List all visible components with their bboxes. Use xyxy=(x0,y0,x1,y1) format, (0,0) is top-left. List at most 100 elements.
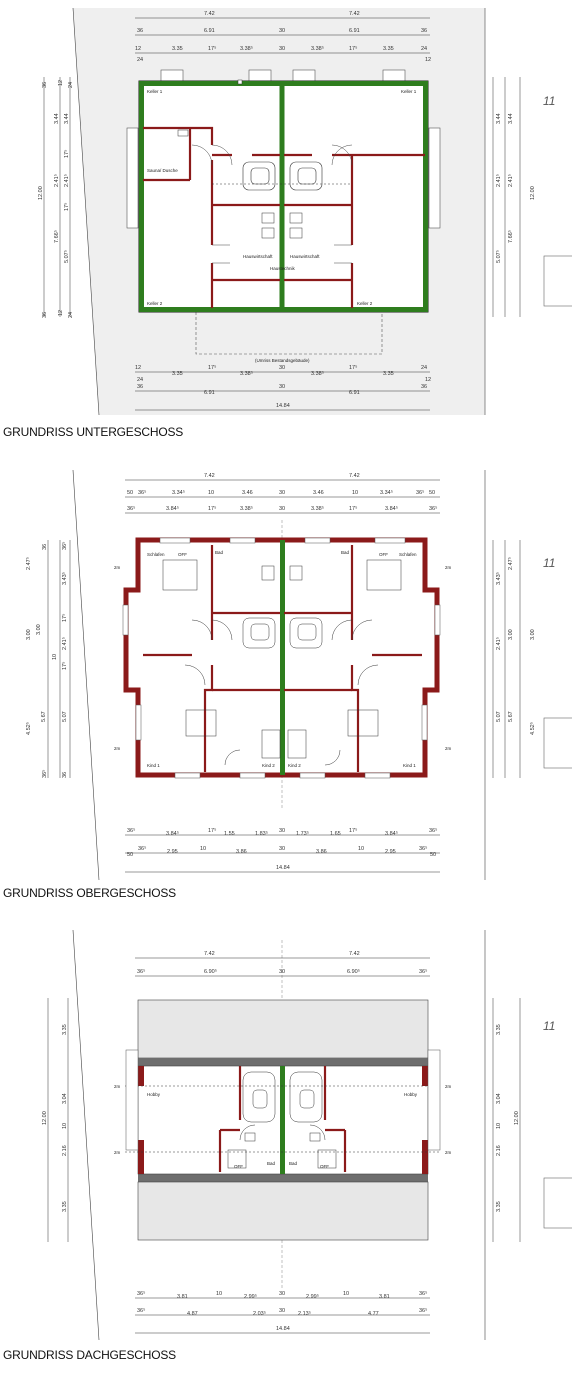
light-well xyxy=(382,69,406,83)
dim-og-bot1: 30 xyxy=(279,828,285,834)
dim-dg-right: 2.16 xyxy=(496,1145,502,1156)
dim-dg-left-mid: 3.35 xyxy=(62,1024,68,1035)
room-label-schlafen-left: Schlafen xyxy=(147,552,165,557)
dim-ug-bot1: 30 xyxy=(279,365,285,371)
room-label-schlafen-right: Schlafen xyxy=(399,552,417,557)
label-2m: 2m xyxy=(445,1150,452,1155)
dim-ug-bot1b: 24 xyxy=(137,377,143,383)
dim-ug-left-inner: 17⁵ xyxy=(63,203,70,211)
dim-lines-ug-side xyxy=(43,77,521,317)
dim-ug-top3: 3.38⁵ xyxy=(240,45,253,52)
dim-og-top1: 7.42 xyxy=(349,473,360,479)
dim-dg-top2: 30 xyxy=(279,969,285,975)
dim-ug-left-mid: 3.44 xyxy=(54,113,60,124)
site-boundary xyxy=(72,7,100,416)
dim-ug-bot2: 30 xyxy=(279,384,285,390)
door-swings xyxy=(191,144,353,264)
dim-ug-top3: 12 xyxy=(135,46,141,52)
dim-dg-bot1: 36⁵ xyxy=(137,1290,145,1297)
dim-ug-top3: 30 xyxy=(279,46,285,52)
dim-ug-bot1: 3.35 xyxy=(172,371,183,377)
room-label-kind1-right: Kind 1 xyxy=(403,763,416,768)
dim-og-bot2: 10 xyxy=(358,846,364,852)
dim-ug-bot1: 24 xyxy=(421,365,427,371)
dim-dg-top2: 6.90⁵ xyxy=(347,968,360,975)
dim-og-bot1: 36⁵ xyxy=(127,827,135,834)
party-wall-dg xyxy=(280,1066,285,1174)
dim-og-right: 3.43⁵ xyxy=(495,572,502,585)
interior-walls xyxy=(143,126,425,308)
dim-ug-bot1: 17⁵ xyxy=(208,364,216,371)
dim-lines-ug-top xyxy=(135,17,430,54)
dim-ug-left-small: 24 xyxy=(68,82,74,88)
dim-dg-bot1: 10 xyxy=(216,1291,222,1297)
dim-dg-right: 3.35 xyxy=(496,1201,502,1212)
dim-dg-bot2: 30 xyxy=(279,1308,285,1314)
dim-og-top3: 36⁵ xyxy=(127,505,135,512)
dim-dg-left-mid: 2.16 xyxy=(62,1145,68,1156)
dim-dg-bot1: 3.81 xyxy=(177,1294,188,1300)
plan-untergeschoss: Keller 1 Keller 1 Sauna/ Dusche Hauswirt… xyxy=(38,7,572,416)
dim-og-top2: 10 xyxy=(208,490,214,496)
dim-og-top3: 3.38⁵ xyxy=(240,505,253,512)
og-furniture xyxy=(162,559,402,766)
dim-dg-bot2: 4.87 xyxy=(187,1311,198,1317)
adjacent-building xyxy=(543,1177,572,1229)
room-label-keller2-right: Keller 2 xyxy=(357,301,373,306)
dim-ug-bot2: 6.91 xyxy=(349,390,360,396)
dim-og-top3: 17⁵ xyxy=(208,505,216,512)
label-2m: 2m xyxy=(114,1084,121,1089)
dim-ug-right: 3.44 xyxy=(496,113,502,124)
dim-og-bot2: 2.95 xyxy=(167,849,178,855)
plan-dachgeschoss: Hobby Hobby Bad Bad OFF OFF 2m 2m 2m 2m … xyxy=(42,929,572,1341)
dim-og-top3: 36⁵ xyxy=(429,505,437,512)
dim-dg-top2: 6.90⁵ xyxy=(204,968,217,975)
dim-og-top3: 3.38⁵ xyxy=(311,505,324,512)
dim-dg-right: 3.35 xyxy=(496,1024,502,1035)
dim-dg-bot2: 2.13⁵ xyxy=(298,1310,311,1317)
dim-og-bot1: 3.84⁵ xyxy=(166,830,179,837)
label-2m: 2m xyxy=(114,746,121,751)
dim-ug-left-inner: 17⁵ xyxy=(63,150,70,158)
light-well xyxy=(428,127,441,229)
label-2m: 2m xyxy=(445,565,452,570)
dim-dg-top2: 36⁵ xyxy=(419,968,427,975)
dim-ug-top3: 17⁵ xyxy=(349,45,357,52)
dim-ug-bot1: 17⁵ xyxy=(349,364,357,371)
dim-og-bot2: 3.86 xyxy=(236,849,247,855)
dim-ug-right: 2.41⁵ xyxy=(495,174,502,187)
dim-og-top2: 10 xyxy=(352,490,358,496)
site-boundary xyxy=(72,929,100,1341)
dim-ug-top1-b: 7.42 xyxy=(349,11,360,17)
room-label-kind2-right: Kind 2 xyxy=(288,763,301,768)
dim-og-left-mid: 2.41⁵ xyxy=(61,637,68,650)
dim-ug-top1-a: 7.42 xyxy=(204,11,215,17)
dim-og-top3: 3.84⁵ xyxy=(166,505,179,512)
adjacent-building xyxy=(543,255,572,307)
dim-ug-top2: 6.91 xyxy=(204,28,215,34)
dim-ug-top2: 30 xyxy=(279,28,285,34)
dim-og-right: 5.07 xyxy=(496,711,502,722)
dim-ug-right: 3.44 xyxy=(508,113,514,124)
dim-og-left-mid: 3.43⁵ xyxy=(61,572,68,585)
dim-og-left-mid: 5.67 xyxy=(41,711,47,722)
room-label-off-right: OFF xyxy=(379,552,388,557)
dim-og-bot1: 3.84⁵ xyxy=(385,830,398,837)
dim-og-left-outer: 2.47⁵ xyxy=(25,557,32,570)
dim-og-bot2: 2.95 xyxy=(385,849,396,855)
roof-plane-top xyxy=(137,999,429,1059)
room-label-bad-left: Bad xyxy=(215,550,224,555)
dim-og-top2: 36⁵ xyxy=(138,489,146,496)
dim-og-bot1: 17⁵ xyxy=(208,827,216,834)
dim-og-bot1: 1.55 xyxy=(224,831,235,837)
dim-og-right: 3.00 xyxy=(530,629,536,640)
room-label-bad-right: Bad xyxy=(341,550,350,555)
dim-lines-dg xyxy=(47,957,521,1334)
eave-band-bottom xyxy=(138,1174,428,1182)
dim-dg-bot1: 2.99⁵ xyxy=(306,1293,319,1300)
dim-og-top2: 3.46 xyxy=(313,490,324,496)
room-label-kind2-left: Kind 2 xyxy=(262,763,275,768)
dim-og-top2: 36⁵ xyxy=(416,489,424,496)
dim-ug-top3: 3.38⁵ xyxy=(311,45,324,52)
